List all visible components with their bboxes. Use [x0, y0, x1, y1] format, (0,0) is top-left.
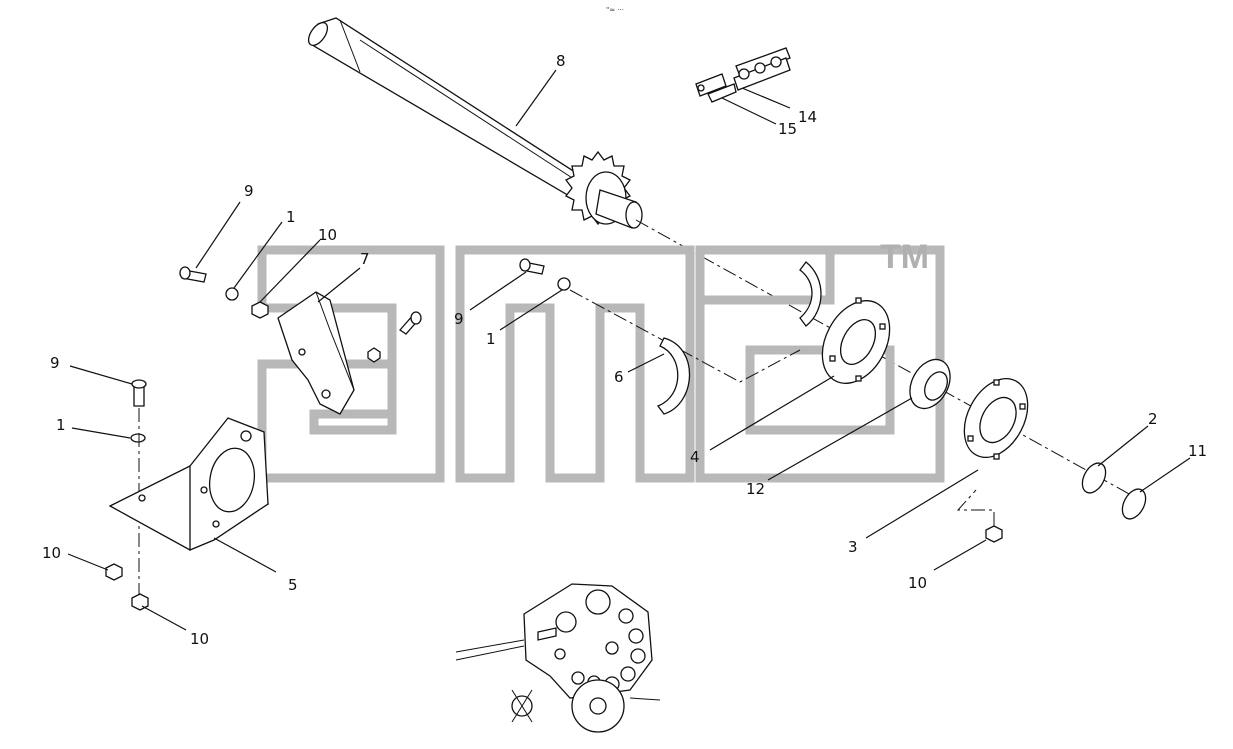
callout-9-mid: 9 — [454, 310, 464, 328]
bolt-part-9-left — [131, 379, 147, 407]
callout-1-left: 1 — [56, 416, 66, 434]
bolt-part-9-mid — [519, 258, 545, 275]
callout-11: 11 — [1188, 442, 1207, 460]
callout-3: 3 — [848, 538, 858, 556]
callout-6: 6 — [614, 368, 624, 386]
callout-15: 15 — [778, 120, 797, 138]
nut-part-10-left-b — [131, 593, 149, 611]
header-caption: "≈ ··· — [606, 6, 624, 14]
snap-ring-part-11 — [1121, 488, 1147, 520]
nut-part-10-right — [985, 525, 1003, 543]
bracket-part-7 — [277, 291, 355, 415]
connecting-link-part-15 — [695, 73, 737, 103]
axis-line-bolt — [569, 289, 801, 383]
callout-8: 8 — [556, 52, 566, 70]
bolt-part-9-upper — [179, 266, 207, 283]
roller-chain-part-14 — [733, 47, 791, 91]
callout-12: 12 — [746, 480, 765, 498]
leader-lines — [67, 69, 1191, 631]
half-collar-upper — [799, 261, 822, 327]
axis-line-nut — [956, 489, 995, 526]
callout-10-left: 10 — [42, 544, 61, 562]
callout-2: 2 — [1148, 410, 1158, 428]
callout-1-mid: 1 — [486, 330, 496, 348]
callout-10-right: 10 — [908, 574, 927, 592]
callout-4: 4 — [690, 448, 700, 466]
nut-center — [367, 347, 381, 363]
callout-14: 14 — [798, 108, 817, 126]
nut-part-10-upper — [251, 301, 269, 319]
bearing-part-12 — [909, 358, 951, 410]
callout-5: 5 — [288, 576, 298, 594]
callout-10-upper: 10 — [318, 226, 337, 244]
callout-1-upper: 1 — [286, 208, 296, 226]
half-collar-part-6 — [656, 337, 691, 415]
callout-9-left: 9 — [50, 354, 60, 372]
mount-bracket-part-5 — [108, 417, 270, 551]
callout-7: 7 — [360, 250, 370, 268]
callout-9-upper: 9 — [244, 182, 254, 200]
flange-part-4 — [821, 297, 891, 384]
callout-10-bottom: 10 — [190, 630, 209, 648]
shaft-part-8 — [307, 17, 613, 215]
chain-routing-inset — [455, 583, 661, 733]
bolt-part-9-center — [399, 311, 422, 335]
washer-part-1-upper — [225, 287, 239, 301]
watermark-trademark: TM — [880, 238, 929, 276]
sprocket — [565, 150, 643, 229]
washer-part-1-left — [130, 433, 146, 443]
flange-part-3 — [963, 378, 1029, 460]
washer-part-1-mid — [557, 277, 571, 291]
nut-part-10-left-a — [105, 563, 123, 581]
snap-ring-part-2 — [1081, 462, 1107, 494]
